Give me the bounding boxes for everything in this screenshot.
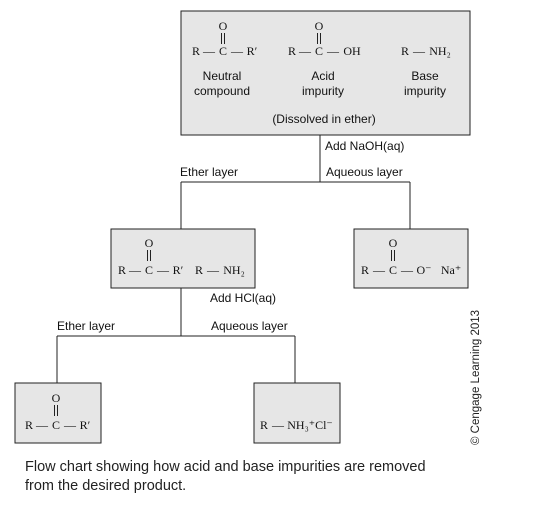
amine-structure: R — NH₂ [195,263,245,277]
r-group: R [195,263,203,277]
carboxylate-salt-structure: O R — C — O⁻ Na⁺ [361,236,461,277]
ammonium-chloride: NH₃⁺Cl⁻ [287,418,333,432]
r-prime-group: R′ [80,418,91,432]
carbonyl-oxygen: O [315,19,324,33]
ether-layer-label-1: Ether layer [180,165,238,179]
carbonyl-oxygen: O [389,236,398,250]
r-group: R [361,263,369,277]
sodium-ion: Na⁺ [441,263,461,277]
reagent-hcl: Add HCl(aq) [210,291,276,305]
reagent-naoh: Add NaOH(aq) [325,139,404,153]
ether-layer-label-2: Ether layer [57,319,115,333]
bond: — [202,44,216,58]
bond: — [271,418,285,432]
bond: — [230,44,244,58]
acid-label-line2: impurity [302,84,344,98]
carbonyl-carbon: C [219,44,227,58]
neutral-label-line1: Neutral [203,69,242,83]
carbonyl-carbon: C [52,418,60,432]
r-prime-group: R′ [173,263,184,277]
r-prime-group: R′ [247,44,258,58]
carbonyl-carbon: C [389,263,397,277]
aqueous-layer-box-2 [253,382,341,444]
bond: — [412,44,426,58]
hydroxyl-group: OH [343,44,361,58]
carbonyl-carbon: C [315,44,323,58]
figure-caption: Flow chart showing how acid and base imp… [25,459,426,494]
carbonyl-oxygen: O [52,391,61,405]
base-label-line2: impurity [404,84,446,98]
ketone-structure: O R — C — R′ [118,236,184,277]
bond: — [298,44,312,58]
r-group: R [25,418,33,432]
starting-mixture-box [180,10,471,136]
aqueous-layer-label-2: Aqueous layer [211,319,288,333]
amine-structure: R — NH₂ [401,44,451,58]
neutral-label-line2: compound [194,84,250,98]
carboxylate-oxygen: O⁻ [417,263,432,277]
bond: — [128,263,142,277]
amino-group: NH₂ [429,44,451,58]
bond: — [156,263,170,277]
r-group: R [260,418,268,432]
carbonyl-oxygen: O [219,19,228,33]
r-group: R [288,44,296,58]
acid-label-line1: Acid [311,69,334,83]
bond: — [400,263,414,277]
bond: — [206,263,220,277]
bond: — [63,418,77,432]
bond: — [326,44,340,58]
amino-group: NH₂ [223,263,245,277]
ammonium-salt-structure: R — NH₃⁺Cl⁻ [260,418,333,432]
acid-structure: O R — C — OH [288,19,361,58]
aqueous-layer-label-1: Aqueous layer [326,165,403,179]
bond: — [35,418,49,432]
ether-layer-box-1 [110,228,256,289]
carbonyl-carbon: C [145,263,153,277]
copyright-credit: © Cengage Learning 2013 [470,309,482,445]
r-group: R [118,263,126,277]
ketone-structure: O R — C — R′ [192,19,258,58]
solvent-note: (Dissolved in ether) [272,112,375,126]
ketone-structure: O R — C — R′ [25,391,91,432]
bond: — [372,263,386,277]
carbonyl-oxygen: O [145,236,154,250]
aqueous-layer-box-1 [353,228,469,289]
r-group: R [401,44,409,58]
r-group: R [192,44,200,58]
base-label-line1: Base [411,69,439,83]
